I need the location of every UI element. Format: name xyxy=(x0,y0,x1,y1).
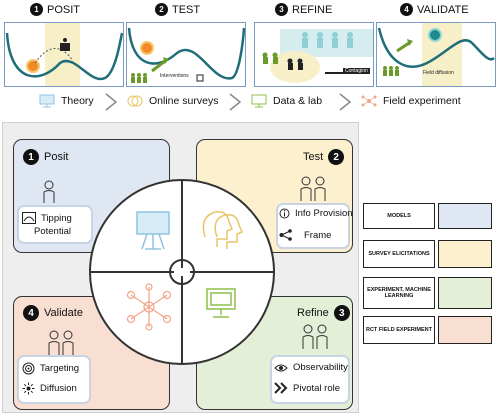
easel-icon xyxy=(136,211,170,250)
info-provision-item: Info Provision xyxy=(279,208,353,219)
observability-item: Observability xyxy=(274,362,348,373)
legend-label: MODELS xyxy=(387,213,411,219)
network-icon xyxy=(126,283,172,331)
easel-icon xyxy=(39,94,55,108)
legend-label: RCT FIELD EXPERIMENT xyxy=(365,327,432,333)
panel-test: Interventions xyxy=(126,22,246,87)
monitor-icon xyxy=(251,94,267,108)
refine-network-graphic xyxy=(262,29,373,83)
quadrant-title: Posit xyxy=(44,151,69,163)
item-label: Observability xyxy=(293,362,348,373)
step-3-header: 3 REFINE xyxy=(275,3,332,16)
mode-field-experiment: Field experiment xyxy=(360,94,461,108)
legend-swatch-models xyxy=(438,203,492,229)
legend-swatch-field xyxy=(438,316,492,344)
step-label: POSIT xyxy=(47,3,81,16)
frame-item: Frame xyxy=(279,229,331,241)
panel-refine: Contagion xyxy=(254,22,374,87)
quadrant-test-title: Test 2 xyxy=(303,149,345,165)
mode-label: Theory xyxy=(61,95,94,107)
quadrant-title: Refine xyxy=(297,307,329,319)
panel-posit xyxy=(4,22,124,87)
legend-field: RCT FIELD EXPERIMENT xyxy=(363,316,435,344)
target-icon xyxy=(22,362,35,375)
item-label: Pivotal role xyxy=(293,382,340,394)
network-icon xyxy=(361,95,377,107)
refine-methods-box xyxy=(270,355,350,404)
mode-online-surveys: Online surveys xyxy=(126,94,218,108)
quadrant-validate-title: 4 Validate xyxy=(23,305,83,321)
mode-label: Online surveys xyxy=(149,95,219,107)
tipping-potential-item: Tipping xyxy=(22,212,72,224)
heads-icon xyxy=(202,210,243,249)
diffusion-icon xyxy=(22,382,35,395)
quadrant-posit-title: 1 Posit xyxy=(23,149,68,165)
mode-data-lab: Data & lab xyxy=(250,94,322,108)
share-nodes-icon xyxy=(279,229,292,241)
legend-label: SURVEY ELICITATIONS xyxy=(368,251,430,257)
monitor-icon xyxy=(206,288,236,318)
panel-validate: Field diffusion xyxy=(376,22,496,87)
double-chevron-icon xyxy=(274,382,288,394)
interventions-graphic xyxy=(127,27,245,83)
field-diffusion-label: Field diffusion xyxy=(423,70,454,76)
targeting-item: Targeting xyxy=(22,362,79,375)
mode-theory: Theory xyxy=(38,94,94,108)
pivotal-role-item: Pivotal role xyxy=(274,382,340,394)
legend-experiment: EXPERIMENT, MACHINE LEARNING xyxy=(363,277,435,309)
quadrant-number: 4 xyxy=(23,305,39,321)
legend-label: EXPERIMENT, MACHINE LEARNING xyxy=(367,287,431,299)
mode-label: Field experiment xyxy=(383,95,461,107)
chevron-right-icon xyxy=(229,93,242,111)
step-2-header: 2 TEST xyxy=(155,3,200,16)
legend-swatch-experiment xyxy=(438,277,492,309)
chevron-right-icon xyxy=(339,93,352,111)
quadrant-title: Test xyxy=(303,151,324,163)
item-label: Diffusion xyxy=(40,383,77,394)
heads-icon xyxy=(127,95,143,107)
interventions-label: Interventions xyxy=(160,73,189,79)
two-people-icon xyxy=(48,330,74,355)
quadrant-number: 1 xyxy=(23,149,39,165)
validate-graphic xyxy=(377,23,495,86)
item-label: Targeting xyxy=(40,363,80,374)
contagion-label: Contagion xyxy=(343,68,370,74)
person-icon xyxy=(43,180,55,203)
eye-icon xyxy=(274,364,288,371)
tipping-chart-icon xyxy=(22,212,36,224)
tipping-landscape-graphic xyxy=(5,23,123,86)
quadrant-number: 3 xyxy=(333,305,350,321)
step-label: REFINE xyxy=(292,3,333,16)
mode-label: Data & lab xyxy=(273,95,323,107)
central-cycle-circle xyxy=(89,179,275,365)
quadrant-title: Validate xyxy=(44,307,83,319)
step-number: 1 xyxy=(30,3,43,16)
quadrant-refine-title: Refine 3 xyxy=(297,305,350,321)
item-label: Frame xyxy=(304,229,332,241)
legend-survey: SURVEY ELICITATIONS xyxy=(363,240,435,268)
step-1-header: 1 POSIT xyxy=(30,3,80,16)
two-people-icon xyxy=(300,176,326,201)
legend-models: MODELS xyxy=(363,203,435,229)
diffusion-item: Diffusion xyxy=(22,382,77,395)
step-number: 3 xyxy=(275,3,288,16)
two-people-icon xyxy=(302,324,328,349)
step-number: 2 xyxy=(155,3,168,16)
info-icon xyxy=(279,208,290,219)
quadrant-number: 2 xyxy=(328,149,345,165)
item-label: Potential xyxy=(34,226,71,237)
legend-swatch-survey xyxy=(438,240,492,268)
item-label: Info Provision xyxy=(295,208,353,219)
chevron-right-icon xyxy=(105,93,118,111)
posit-methods-box xyxy=(17,205,93,244)
item-label: Tipping xyxy=(41,212,72,224)
step-number: 4 xyxy=(400,3,413,16)
step-4-header: 4 VALIDATE xyxy=(400,3,469,16)
step-label: TEST xyxy=(172,3,201,16)
step-label: VALIDATE xyxy=(417,3,469,16)
cycle-arrows-icon xyxy=(169,259,195,285)
